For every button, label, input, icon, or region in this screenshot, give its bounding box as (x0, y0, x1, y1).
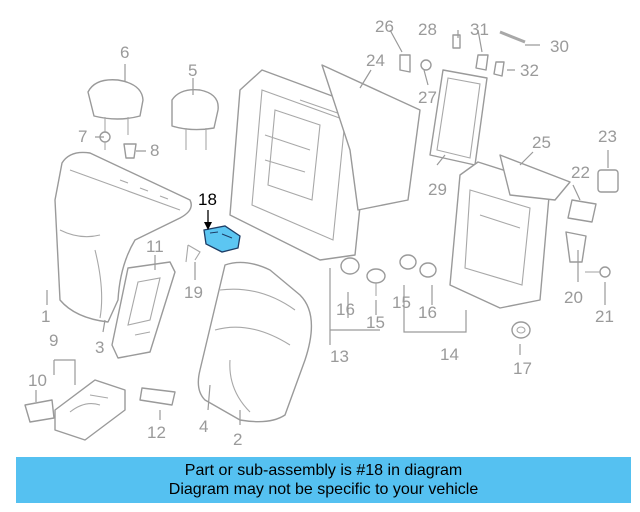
part-19-clip (185, 244, 201, 263)
callout-31: 31 (470, 20, 489, 39)
parts-diagram: 1 2 3 4 5 6 7 8 9 10 11 12 13 14 15 15 1… (24, 17, 619, 449)
part-10-bracket (24, 399, 55, 423)
callout-11: 11 (146, 237, 164, 256)
callout-26: 26 (375, 17, 394, 36)
leader-lines (35, 29, 609, 425)
part-29-trim (429, 69, 488, 166)
callout-27: 27 (418, 88, 437, 107)
part-9-armrest (54, 379, 126, 441)
callout-25: 25 (532, 133, 551, 152)
callout-24: 24 (366, 51, 385, 70)
callout-16a: 16 (336, 300, 355, 319)
part-6-headrest (87, 79, 144, 135)
banner-line-disclaimer: Diagram may not be specific to your vehi… (168, 481, 479, 498)
callout-1: 1 (41, 307, 50, 326)
part-18-highlighted[interactable] (203, 225, 241, 253)
part-7-guide (99, 131, 111, 150)
callout-16b: 16 (418, 303, 437, 322)
part-5-headrest (171, 89, 219, 150)
callout-17: 17 (513, 359, 532, 378)
part-30-rod (499, 30, 526, 44)
part-27-screw (420, 59, 432, 71)
callout-10: 10 (28, 371, 47, 390)
callout-22: 22 (571, 163, 590, 182)
callout-30: 30 (550, 37, 569, 56)
callout-32: 32 (520, 61, 539, 80)
part-26-clip (399, 54, 411, 73)
part-11-bracket (111, 261, 176, 359)
part-18-arrow (204, 222, 212, 230)
part-21-bolt (585, 266, 611, 278)
callout-28: 28 (418, 20, 437, 39)
callout-5: 5 (188, 61, 197, 80)
callout-8: 8 (150, 141, 159, 160)
part-24-panel (321, 64, 421, 211)
part-2-seat-back-cushion (197, 261, 313, 423)
callout-15a: 15 (366, 313, 385, 332)
callout-14: 14 (440, 345, 459, 364)
callout-13: 13 (330, 347, 349, 366)
part-20-latch (565, 231, 587, 263)
part-32-clip (493, 61, 505, 77)
banner-line-part: Part or sub-assembly is #18 in diagram (184, 462, 463, 479)
callout-6: 6 (120, 43, 129, 62)
callout-20: 20 (564, 288, 583, 307)
callout-15b: 15 (392, 293, 411, 312)
callout-18[interactable]: 18 (198, 190, 217, 209)
callout-21: 21 (595, 307, 614, 326)
part-16-bushing-right (419, 262, 437, 278)
part-15-bolt-right (399, 254, 417, 270)
part-22-cover (567, 199, 597, 223)
callout-29: 29 (428, 180, 447, 199)
part-31-clip (475, 54, 489, 71)
callout-4: 4 (199, 417, 208, 436)
part-16-bushing-left (340, 257, 360, 275)
part-25-seat-back-frame (449, 154, 571, 309)
callout-3: 3 (95, 338, 104, 357)
part-8-guide (123, 143, 137, 159)
part-12-cover (139, 387, 176, 406)
part-28-clip (452, 34, 461, 49)
callout-9: 9 (49, 331, 58, 350)
info-banner: Part or sub-assembly is #18 in diagram D… (16, 457, 631, 503)
callout-2: 2 (233, 430, 242, 449)
part-17-washer (511, 321, 531, 339)
callout-19: 19 (184, 283, 203, 302)
callout-7: 7 (78, 127, 87, 146)
callout-23: 23 (598, 127, 617, 146)
part-1-seat-back-cushion (54, 151, 192, 323)
part-23-cap (597, 169, 619, 193)
callout-12: 12 (147, 423, 166, 442)
part-15-bolt-left (366, 268, 386, 296)
